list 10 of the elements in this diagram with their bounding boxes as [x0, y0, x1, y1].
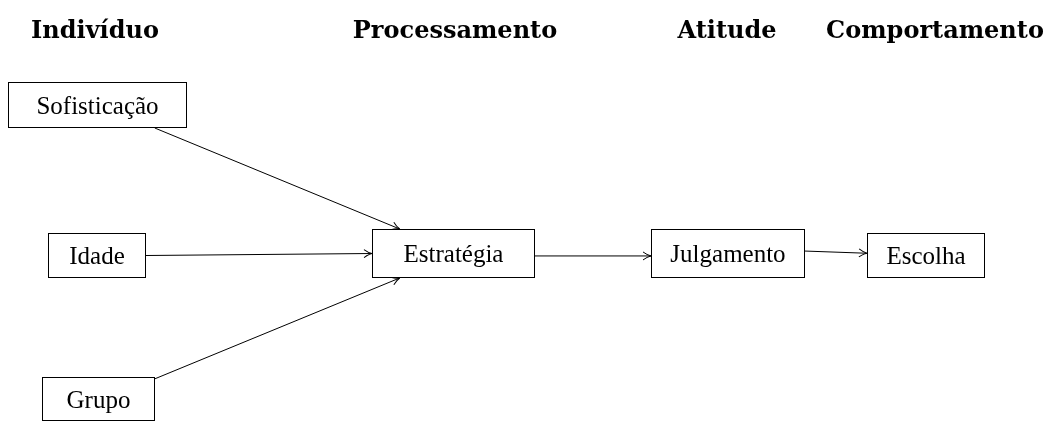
process-box: Julgamento: [651, 229, 805, 278]
process-box: Sofisticação: [8, 82, 187, 128]
column-heading: Comportamento: [826, 18, 1044, 42]
process-box: Escolha: [867, 233, 985, 278]
column-heading: Indivíduo: [31, 18, 159, 42]
process-box: Grupo: [42, 377, 155, 421]
column-heading: Processamento: [352, 18, 558, 42]
column-heading: Atitude: [677, 18, 777, 42]
process-box: Idade: [48, 233, 146, 278]
process-box: Estratégia: [372, 229, 535, 278]
